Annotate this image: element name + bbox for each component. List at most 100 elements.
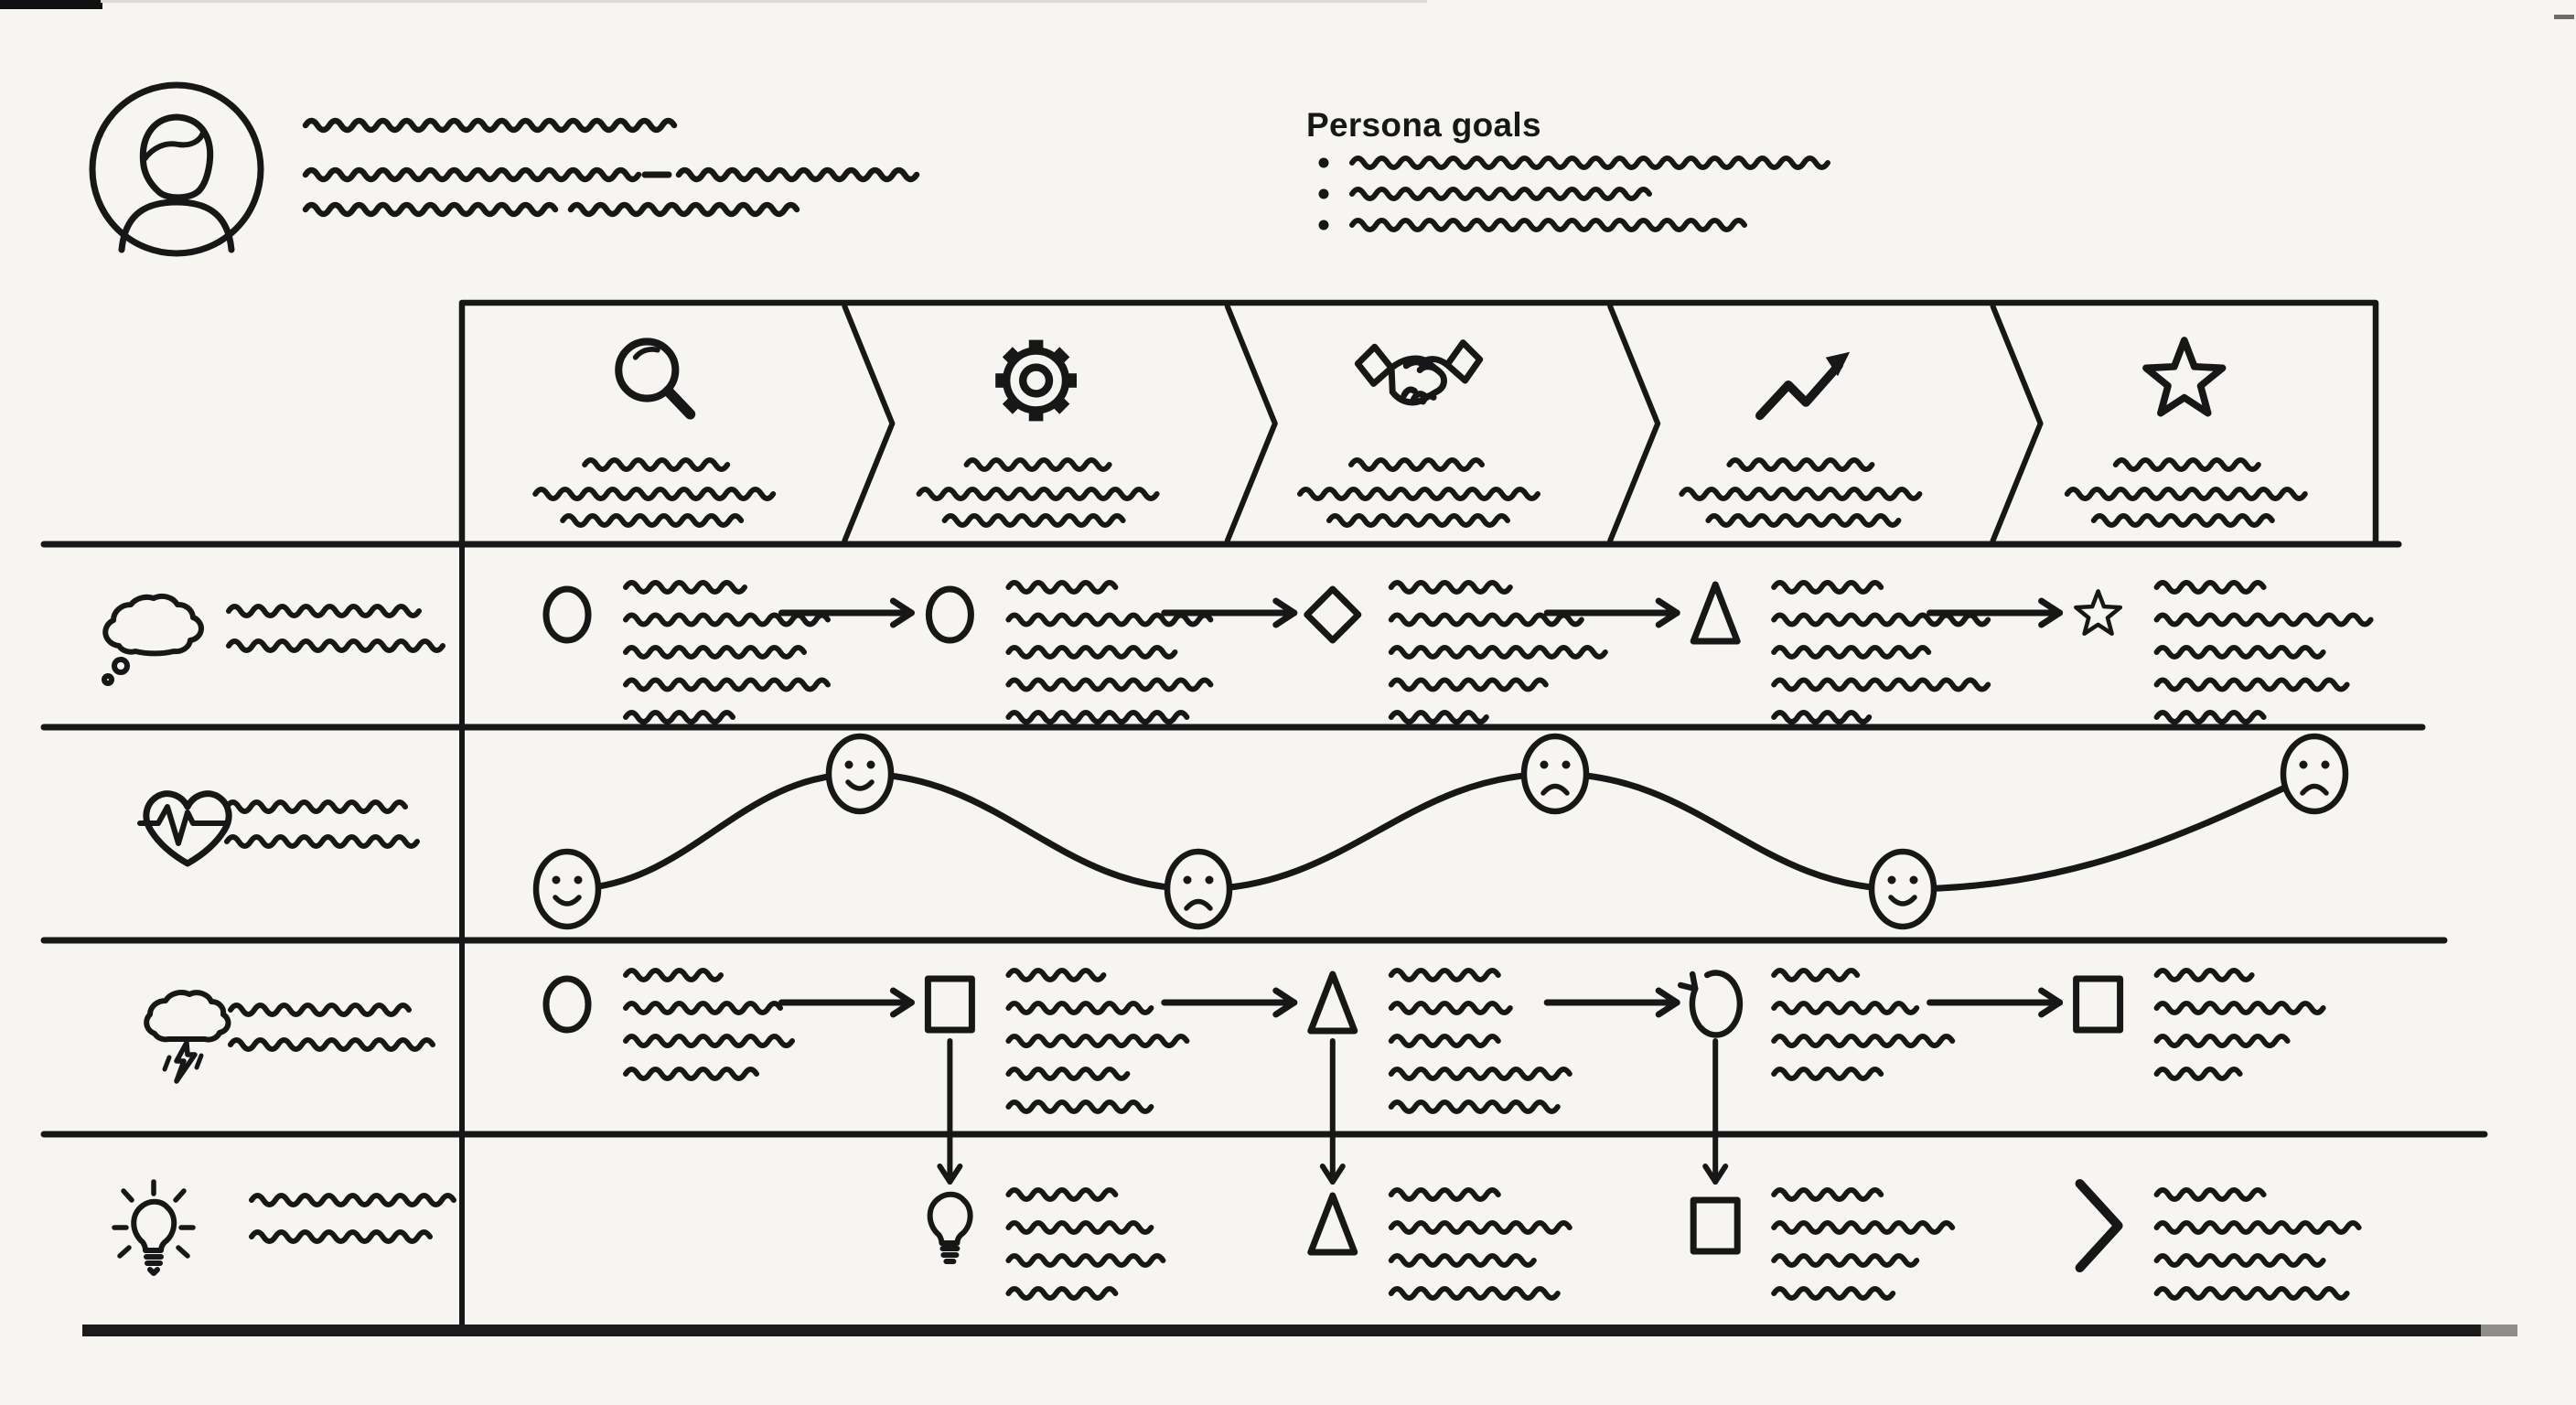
journey-step xyxy=(1307,580,1608,724)
placeholder-squiggle xyxy=(963,457,1112,472)
idea-item xyxy=(1311,1187,1572,1301)
heart-pulse-icon xyxy=(140,794,229,863)
placeholder-squiggle xyxy=(1771,645,1932,660)
placeholder-squiggle xyxy=(2153,612,2374,627)
placeholder-squiggle xyxy=(1005,677,1214,692)
idea-item xyxy=(2080,1184,2362,1301)
placeholder-squiggle xyxy=(1388,1286,1561,1301)
placeholder-squiggle xyxy=(1771,1067,1884,1081)
placeholder-squiggle xyxy=(1388,580,1513,595)
placeholder-squiggle xyxy=(302,201,559,218)
placeholder-squiggle xyxy=(1771,1253,1920,1268)
placeholder-squiggle xyxy=(1771,580,1884,595)
placeholder-squiggle xyxy=(623,612,831,627)
placeholder-squiggle xyxy=(623,677,831,692)
placeholder-squiggle xyxy=(226,638,445,653)
phase-cell xyxy=(532,341,777,528)
drop-arrow xyxy=(1702,1038,1729,1185)
placeholder-squiggle xyxy=(1326,513,1510,528)
placeholder-squiggle xyxy=(302,166,642,183)
sad-face-icon xyxy=(2283,736,2345,811)
person-avatar-icon xyxy=(92,85,261,253)
placeholder-squiggle xyxy=(1388,1034,1501,1048)
placeholder-squiggle xyxy=(532,487,777,501)
placeholder-squiggle xyxy=(623,1067,759,1081)
placeholder-squiggle xyxy=(1005,710,1190,724)
drop-arrow xyxy=(937,1038,963,1185)
placeholder-squiggle xyxy=(1388,677,1549,692)
journey-step xyxy=(546,580,831,724)
placeholder-squiggle xyxy=(1349,218,1747,232)
scan-tick xyxy=(2554,15,2574,19)
placeholder-squiggle xyxy=(2153,1286,2350,1301)
placeholder-squiggle xyxy=(224,799,408,814)
placeholder-squiggle xyxy=(1388,1187,1501,1202)
placeholder-squiggle xyxy=(623,710,735,724)
placeholder-squiggle xyxy=(1388,710,1489,724)
journey-rows xyxy=(104,580,2374,1301)
happy-face-icon xyxy=(1872,852,1934,927)
flow-arrow xyxy=(1927,987,2064,1018)
row-label-pain-points xyxy=(146,992,435,1081)
row-label-ideas xyxy=(114,1182,456,1273)
placeholder-squiggle xyxy=(1388,1099,1561,1114)
placeholder-squiggle xyxy=(1771,1187,1884,1202)
flow-arrow xyxy=(1927,597,2064,628)
phase-cell xyxy=(1297,343,1540,528)
placeholder-squiggle xyxy=(567,201,800,218)
circle-shape xyxy=(928,589,971,640)
placeholder-squiggle xyxy=(249,1229,433,1244)
journey-step xyxy=(928,968,1190,1114)
grid-frame xyxy=(40,299,2517,1336)
placeholder-squiggle xyxy=(1771,1286,1896,1301)
circle-shape xyxy=(546,589,588,640)
placeholder-squiggle xyxy=(623,645,807,660)
journey-step xyxy=(1311,968,1572,1114)
placeholder-squiggle xyxy=(1726,457,1875,472)
move-arrows-shape xyxy=(1307,589,1358,640)
placeholder-squiggle xyxy=(1771,1034,1956,1048)
bottom-bar xyxy=(82,1325,2481,1336)
placeholder-squiggle xyxy=(2153,968,2255,982)
bullet-dot xyxy=(1318,188,1329,199)
lightbulb-rays-icon xyxy=(114,1182,193,1273)
storm-cloud-icon xyxy=(146,992,228,1081)
placeholder-squiggle xyxy=(2153,677,2350,692)
triangle-shape xyxy=(1311,1196,1355,1252)
flow-arrow xyxy=(1543,987,1680,1018)
journey-step xyxy=(2077,968,2326,1081)
placeholder-squiggle xyxy=(1771,612,1991,627)
phase-header-box xyxy=(458,299,2379,548)
placeholder-squiggle xyxy=(1771,1001,1920,1015)
phase-cell xyxy=(916,340,1160,528)
placeholder-squiggle xyxy=(1005,580,1119,595)
lightbulb-shape xyxy=(930,1195,971,1261)
placeholder-squiggle xyxy=(1005,1286,1119,1301)
square-shape xyxy=(928,979,971,1030)
idea-item xyxy=(1693,1187,1956,1301)
scan-line xyxy=(101,0,1427,3)
flow-arrow xyxy=(778,597,915,628)
placeholder-squiggle xyxy=(1349,156,1830,170)
placeholder-squiggle xyxy=(1349,187,1652,201)
placeholder-squiggle xyxy=(228,1037,435,1052)
row-label-emotions xyxy=(140,794,420,863)
placeholder-squiggle xyxy=(2153,1220,2362,1235)
placeholder-squiggle xyxy=(2153,1067,2243,1081)
scan-artifacts xyxy=(0,0,2574,19)
happy-face-icon xyxy=(829,736,891,811)
placeholder-squiggle xyxy=(1705,513,1902,528)
trend-up-icon xyxy=(1760,352,1850,416)
idea-item xyxy=(930,1187,1166,1301)
placeholder-squiggle xyxy=(1388,1067,1572,1081)
happy-face-icon xyxy=(536,852,598,927)
bullet-dot xyxy=(1318,157,1329,168)
phase-header xyxy=(532,340,2308,528)
placeholder-squiggle xyxy=(2153,580,2267,595)
sad-face-icon xyxy=(1524,736,1586,811)
placeholder-squiggle xyxy=(1005,612,1214,627)
journey-step xyxy=(546,968,795,1081)
placeholder-squiggle xyxy=(941,513,1126,528)
row-label-thoughts xyxy=(104,596,445,683)
